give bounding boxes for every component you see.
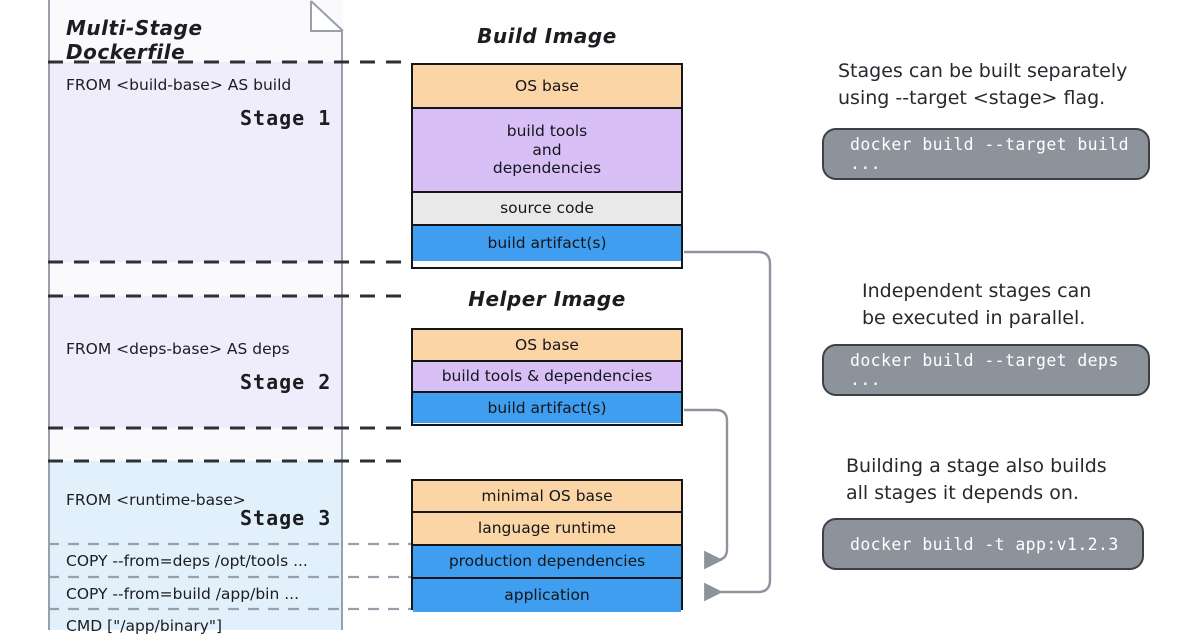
final-image-stack: minimal OS base language runtime product…	[411, 479, 683, 612]
note-text-3: Building a stage also builds all stages …	[846, 455, 1107, 504]
build-image-title: Build Image	[477, 24, 617, 48]
page-title: Multi-Stage Dockerfile	[66, 16, 203, 64]
command-pill-build-tag[interactable]: docker build -t app:v1.2.3	[822, 518, 1144, 570]
stage-tag-1: Stage 1	[240, 106, 332, 130]
note-text-2: Independent stages can be executed in pa…	[862, 280, 1092, 329]
dockerfile-line-cmd: CMD ["/app/binary"]	[66, 617, 223, 635]
layer-os-base: OS base	[413, 65, 681, 109]
dockerfile-line-from-runtime: FROM <runtime-base>	[66, 491, 246, 509]
layer-application: application	[413, 579, 681, 612]
dockerfile-line-from-deps: FROM <deps-base> AS deps	[66, 340, 290, 358]
stage-band-1	[48, 62, 343, 262]
dockerfile-line-copy-build: COPY --from=build /app/bin ...	[66, 585, 300, 603]
layer-build-tools-deps: build tools & dependencies	[413, 362, 681, 393]
page-left-edge	[48, 0, 50, 630]
helper-image-title: Helper Image	[468, 287, 626, 311]
dockerfile-line-from-build: FROM <build-base> AS build	[66, 76, 292, 94]
layer-language-runtime: language runtime	[413, 513, 681, 546]
helper-image-stack: OS base build tools & dependencies build…	[411, 328, 683, 426]
layer-production-dependencies: production dependencies	[413, 546, 681, 579]
stage-tag-3: Stage 3	[240, 506, 332, 530]
build-image-stack: OS base build tools and dependencies sou…	[411, 63, 683, 269]
note-text-1: Stages can be built separately using --t…	[838, 60, 1128, 109]
layer-minimal-os-base: minimal OS base	[413, 481, 681, 513]
stage-band-2	[48, 296, 343, 428]
stage-tag-2: Stage 2	[240, 370, 332, 394]
layer-build-artifact: build artifact(s)	[413, 226, 681, 261]
layer-source-code: source code	[413, 193, 681, 226]
command-pill-target-deps[interactable]: docker build --target deps ...	[822, 344, 1150, 396]
layer-os-base: OS base	[413, 330, 681, 362]
layer-build-tools: build tools and dependencies	[413, 109, 681, 193]
stage-band-3	[48, 461, 343, 630]
command-pill-target-build[interactable]: docker build --target build ...	[822, 128, 1150, 180]
dockerfile-line-copy-deps: COPY --from=deps /opt/tools ...	[66, 552, 308, 570]
layer-build-artifact: build artifact(s)	[413, 393, 681, 423]
page-right-edge	[341, 30, 343, 630]
